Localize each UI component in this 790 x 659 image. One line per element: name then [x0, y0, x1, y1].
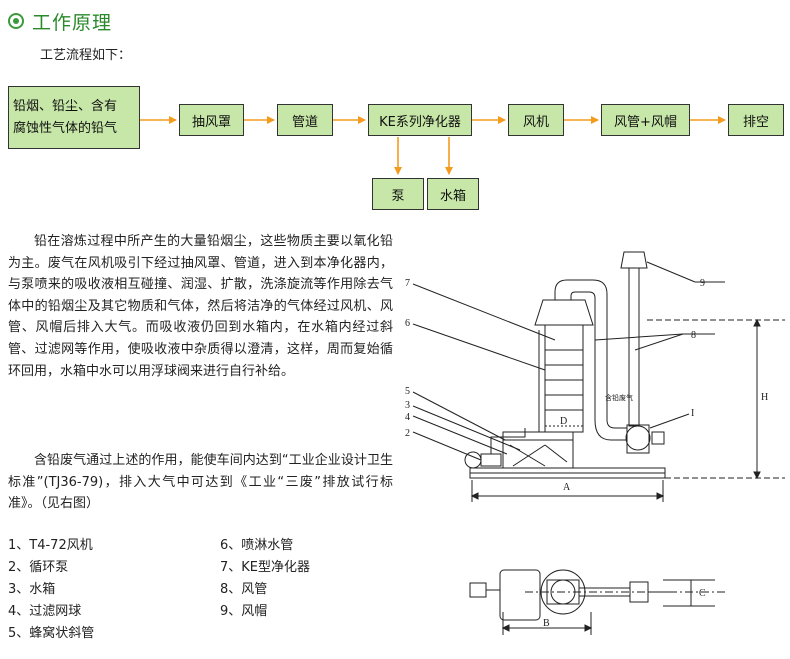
description-paragraph-2: 含铅废气通过上述的作用，能使车间内达到“工业企业设计卫生标准”(TJ36-79)… [8, 453, 393, 512]
flow-box-pipe: 管道 [277, 104, 333, 136]
label-1: I [691, 408, 694, 419]
legend-item: 9、风帽 [220, 604, 268, 619]
legend-item: 7、KE型净化器 [220, 560, 311, 575]
label-pipe-text: 含铅废气 [605, 393, 633, 402]
label-dim-a: A [563, 482, 571, 493]
process-subtitle: 工艺流程如下： [40, 48, 132, 63]
label-2: 2 [405, 428, 410, 439]
label-dim-d: D [560, 416, 567, 427]
legend-item: 4、过滤网球 [8, 604, 82, 619]
plan-view [499, 569, 541, 621]
flow-box-exhaust: 排空 [728, 104, 784, 136]
label-dim-b: B [543, 618, 550, 629]
fan [625, 425, 651, 451]
label-8: 8 [691, 330, 696, 341]
flow-box-fan: 风机 [508, 104, 564, 136]
legend-item: 1、T4-72风机 [8, 538, 93, 553]
legend-item: 2、循环泵 [8, 560, 69, 575]
label-3: 3 [405, 400, 410, 411]
flow-box-hood: 抽风罩 [179, 104, 244, 136]
purifier-drawing: 7 6 5 3 4 2 9 8 I A B C D H 含铅废气 [405, 251, 785, 635]
label-9: 9 [700, 278, 705, 289]
flow-box-purifier: KE系列净化器 [368, 104, 472, 136]
target-icon [8, 13, 24, 29]
flow-box-tank: 水箱 [427, 178, 479, 210]
label-5: 5 [405, 386, 410, 397]
legend-item: 3、水箱 [8, 582, 56, 597]
rain-cap [620, 251, 648, 269]
description-paragraph-1: 铅在溶炼过程中所产生的大量铅烟尘，这些物质主要以氧化铅为主。废气在风机吸引下经过… [8, 234, 393, 379]
section-title: 工作原理 [8, 8, 112, 34]
label-6: 6 [405, 318, 410, 329]
flow-box-source: 铅烟、铅尘、含有 腐蚀性气体的铅气 [8, 86, 140, 149]
source-line-2: 腐蚀性气体的铅气 [13, 120, 118, 136]
duct-arch [554, 279, 608, 420]
exhaust-stack [628, 267, 640, 427]
flow-box-duct-cap: 风管+风帽 [601, 104, 690, 136]
source-line-1: 铅烟、铅尘、含有 [13, 98, 118, 114]
label-dim-h: H [761, 392, 768, 403]
water-tank [502, 431, 574, 469]
legend-item: 8、风管 [220, 582, 268, 597]
legend-item: 6、喷淋水管 [220, 538, 294, 553]
label-4: 4 [405, 412, 410, 423]
flow-box-pump: 泵 [372, 178, 424, 210]
label-7: 7 [405, 278, 410, 289]
label-dim-c: C [699, 588, 706, 599]
legend-item: 5、蜂窝状斜管 [8, 626, 95, 641]
page-title: 工作原理 [32, 11, 113, 34]
